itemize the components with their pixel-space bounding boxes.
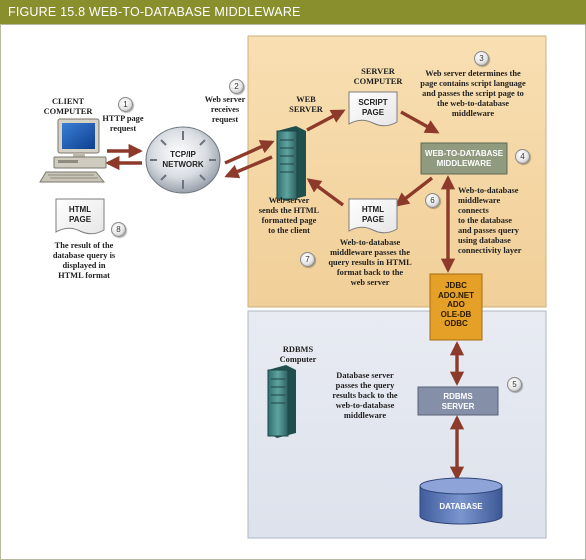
step-6-text: Web-to-database middleware passes the qu… — [328, 238, 412, 287]
arrow-scriptpage-to-middleware — [400, 110, 440, 134]
database-label: DATABASE — [439, 502, 483, 511]
step-3-text: Web server determines the page contains … — [420, 69, 526, 118]
step-5-text: Database server passes the query results… — [332, 371, 398, 420]
figure-title: FIGURE 15.8 WEB-TO-DATABASE MIDDLEWARE — [8, 5, 301, 19]
rdbms-computer-icon — [267, 365, 296, 438]
arrow-webserver-to-network — [224, 155, 273, 179]
step-1-text: HTTP page request — [102, 114, 144, 133]
rdbms-server-box — [417, 386, 499, 416]
step-4-badge: 4 — [515, 149, 530, 164]
step-7-badge: 7 — [300, 252, 315, 267]
arrow-middleware-to-htmlpage — [394, 176, 434, 207]
arrow-webserver-to-scriptpage — [306, 109, 346, 132]
step-2-badge: 2 — [229, 79, 244, 94]
step-2-text: Web server receives request — [204, 95, 246, 124]
client-computer-label: CLIENT COMPUTER — [43, 97, 93, 116]
html-page-client-shape — [55, 198, 105, 235]
script-page-shape — [348, 91, 398, 127]
web-server-icon — [276, 126, 306, 201]
arrow-network-to-webserver — [224, 140, 275, 165]
html-page-client-label: HTML PAGE — [68, 205, 92, 224]
step-5-badge: 5 — [507, 377, 522, 392]
script-page-label: SCRIPT PAGE — [358, 98, 388, 117]
web-server-label: WEB SERVER — [289, 95, 323, 114]
step-7-text: Web server sends the HTML formatted page… — [258, 196, 320, 235]
step-3-badge: 3 — [474, 51, 489, 66]
tcpip-network-icon — [145, 126, 221, 194]
html-page-server-shape — [348, 198, 398, 234]
step-1-badge: 1 — [118, 97, 133, 112]
client-computer-icon — [39, 118, 107, 183]
arrow-htmlpage-to-webserver — [306, 178, 345, 207]
middleware-box — [420, 142, 508, 175]
rdbms-server-label: RDBMS SERVER — [441, 392, 475, 411]
step-6-badge: 6 — [425, 193, 440, 208]
figure-title-bar: FIGURE 15.8 WEB-TO-DATABASE MIDDLEWARE — [0, 0, 586, 24]
tcpip-network-label: TCP/IP NETWORK — [162, 150, 204, 169]
step-8-text: The result of the database query is disp… — [52, 241, 116, 280]
rdbms-computer-label: RDBMS Computer — [279, 345, 317, 364]
step-4-text: Web-to-database middleware connects to t… — [458, 186, 522, 255]
database-cylinder — [419, 477, 503, 525]
step-8-badge: 8 — [111, 222, 126, 237]
server-computer-label: SERVER COMPUTER — [353, 67, 403, 86]
connectivity-layer-label: JDBC ADO.NET ADO OLE-DB ODBC — [438, 281, 474, 328]
connectivity-layer-box — [429, 273, 483, 341]
middleware-label: WEB-TO-DATABASE MIDDLEWARE — [424, 149, 504, 168]
html-page-server-label: HTML PAGE — [361, 205, 385, 224]
